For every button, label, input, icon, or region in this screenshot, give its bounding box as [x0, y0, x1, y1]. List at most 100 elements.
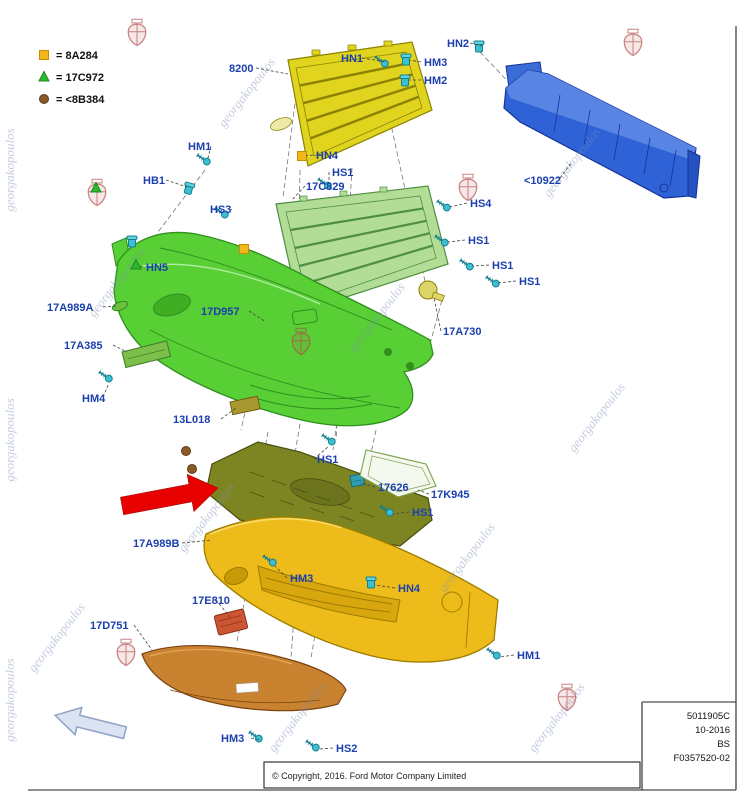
leader-line	[447, 239, 466, 243]
leader-line	[220, 407, 237, 420]
clip-icon	[473, 40, 485, 53]
part-bracket-17a730[interactable]	[418, 280, 445, 302]
part-label[interactable]: HM1	[188, 141, 211, 153]
part-label[interactable]: HS1	[332, 167, 353, 179]
part-label[interactable]: HS4	[470, 198, 492, 210]
leader-line	[417, 489, 430, 495]
part-label[interactable]: HS2	[336, 743, 357, 755]
part-grille-cap[interactable]	[269, 115, 293, 133]
part-17k945[interactable]	[359, 449, 437, 498]
part-label[interactable]: 17A989B	[133, 538, 180, 550]
part-17e810[interactable]	[213, 608, 249, 636]
leader-line	[318, 747, 334, 750]
part-label[interactable]: 17A989A	[47, 302, 94, 314]
clip-icon	[400, 53, 412, 66]
crest-watermark-icon	[623, 28, 643, 57]
part-label[interactable]: 17K945	[431, 489, 470, 501]
part-label[interactable]: HS1	[317, 454, 338, 466]
screw-icon	[317, 177, 332, 190]
leader-line	[471, 264, 490, 267]
part-17a989a[interactable]	[111, 300, 129, 313]
part-reinforcement-bar[interactable]	[503, 61, 701, 199]
crest-watermark-icon	[557, 683, 577, 712]
screw-icon	[321, 433, 336, 446]
part-label[interactable]: 17A730	[443, 326, 482, 338]
screw-icon	[379, 504, 394, 517]
screw-icon	[485, 275, 500, 288]
part-label[interactable]: 17D957	[201, 306, 240, 318]
leader-line	[305, 154, 314, 157]
part-label[interactable]: HM3	[290, 573, 313, 585]
leader-line	[274, 565, 288, 579]
watermark-text: georgakopoulos	[565, 380, 628, 455]
part-label[interactable]: 17D751	[90, 620, 129, 632]
part-label[interactable]: HN2	[447, 38, 469, 50]
crest-watermark-icon	[458, 173, 478, 202]
part-label[interactable]: HS1	[519, 276, 540, 288]
square-symbol-icon	[297, 151, 307, 161]
leader-line	[392, 511, 410, 515]
part-label[interactable]: 13L018	[173, 414, 210, 426]
part-lower-lip[interactable]	[141, 645, 347, 712]
leader-line	[291, 185, 306, 201]
part-label[interactable]: 17C829	[306, 181, 345, 193]
part-label[interactable]: HS1	[412, 507, 433, 519]
part-label[interactable]: HM3	[424, 57, 447, 69]
screw-icon	[305, 739, 320, 752]
part-bumper-cover[interactable]	[111, 231, 434, 427]
guide-line	[282, 63, 301, 199]
guide-line	[157, 169, 206, 233]
guide-line	[429, 299, 443, 345]
crest-watermark-icon	[291, 327, 311, 356]
crest-watermark-icon	[127, 18, 147, 47]
leader-line	[499, 654, 515, 658]
part-label[interactable]: HM2	[424, 75, 447, 87]
part-lower-bumper[interactable]	[203, 516, 499, 663]
part-label[interactable]: 17626	[378, 482, 409, 494]
part-label[interactable]: HN4	[398, 583, 421, 595]
part-label[interactable]: HS1	[468, 235, 489, 247]
part-label[interactable]: HB1	[143, 175, 165, 187]
watermark-text: georgakopoulos	[2, 398, 17, 481]
circle-symbol-icon	[187, 464, 197, 474]
doc-number: BS	[717, 739, 730, 750]
legend: = 8A284= 17C972= <8B384	[38, 50, 105, 106]
legend-symbols-inline	[90, 151, 307, 474]
part-center-grille[interactable]	[275, 185, 449, 313]
part-label[interactable]: HM3	[221, 733, 244, 745]
part-label[interactable]: HN1	[341, 53, 363, 65]
part-label[interactable]: HN5	[146, 262, 168, 274]
part-label[interactable]: HM4	[82, 393, 106, 405]
leader-line	[255, 67, 289, 75]
leader-line	[102, 305, 118, 308]
watermark-text: georgakopoulos	[2, 128, 17, 211]
part-17a385[interactable]	[121, 340, 172, 369]
clip-icon	[399, 74, 411, 87]
leader-line	[469, 42, 483, 47]
part-label[interactable]: 8200	[229, 63, 253, 75]
part-label[interactable]: HS1	[492, 260, 513, 272]
triangle-symbol-icon	[38, 70, 50, 82]
part-label[interactable]: 17E810	[192, 595, 230, 607]
clip-icon	[126, 235, 138, 248]
part-label[interactable]: HN4	[316, 150, 339, 162]
leader-line	[112, 344, 128, 353]
leader-line	[138, 265, 144, 268]
part-label[interactable]: <10922	[524, 175, 561, 187]
part-13l018[interactable]	[229, 395, 261, 416]
part-label[interactable]: HS3	[210, 204, 231, 216]
leader-line	[408, 59, 422, 63]
part-label[interactable]: 17A385	[64, 340, 103, 352]
leader-line	[226, 208, 233, 214]
part-upper-grille[interactable]	[269, 40, 433, 167]
part-towhook-cap[interactable]	[291, 308, 318, 325]
leader-line	[207, 145, 212, 159]
guide-line	[332, 311, 353, 451]
leader-line	[559, 161, 573, 179]
screw-icon	[214, 206, 229, 219]
copyright-text: © Copyright, 2016. Ford Motor Company Li…	[272, 771, 466, 781]
drawing-frame	[28, 26, 737, 791]
leader-line	[165, 179, 188, 188]
part-label[interactable]: HM1	[517, 650, 540, 662]
